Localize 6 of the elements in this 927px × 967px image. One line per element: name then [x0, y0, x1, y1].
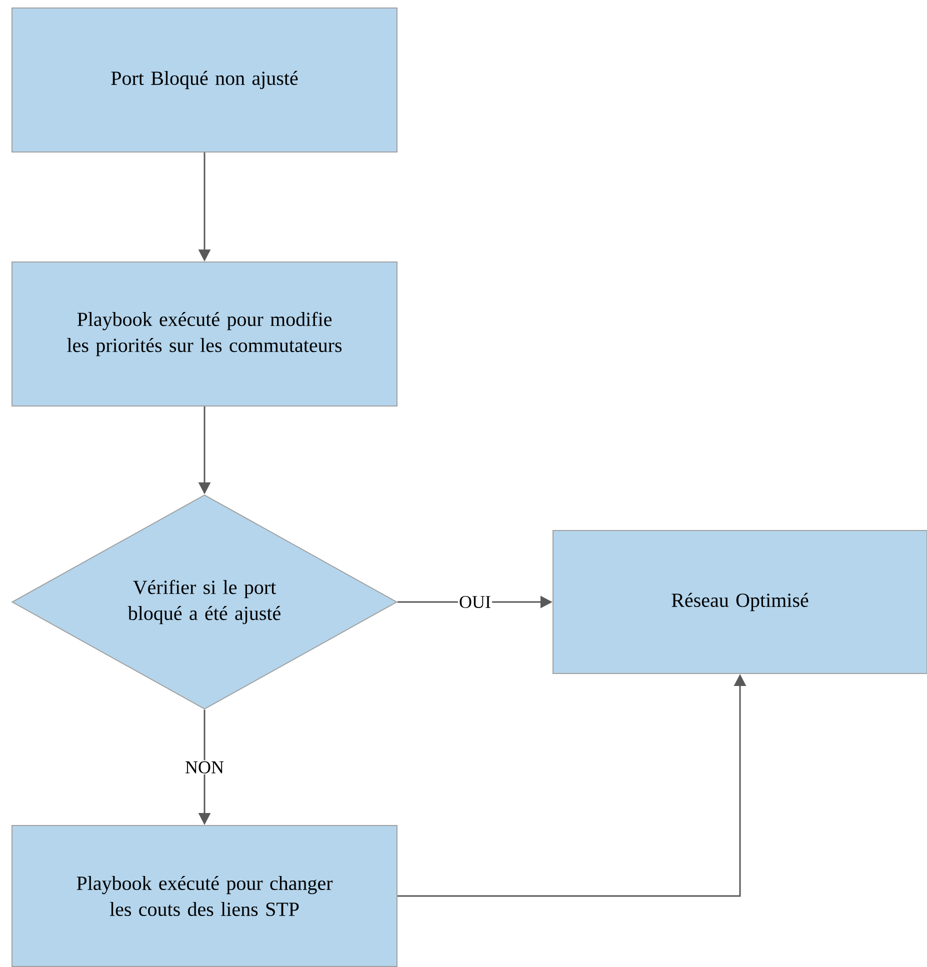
process-box: Réseau Optimisé	[552, 530, 927, 674]
process-box: Playbook exécuté pour modifie les priorités sur les commutateurs	[12, 262, 398, 406]
process-box: Port Bloqué non ajusté	[12, 8, 398, 152]
process-box: Playbook exécuté pour changer les couts des liens STP	[12, 825, 398, 967]
edge-label: NON	[184, 760, 225, 774]
edge-label: OUI	[458, 594, 492, 610]
